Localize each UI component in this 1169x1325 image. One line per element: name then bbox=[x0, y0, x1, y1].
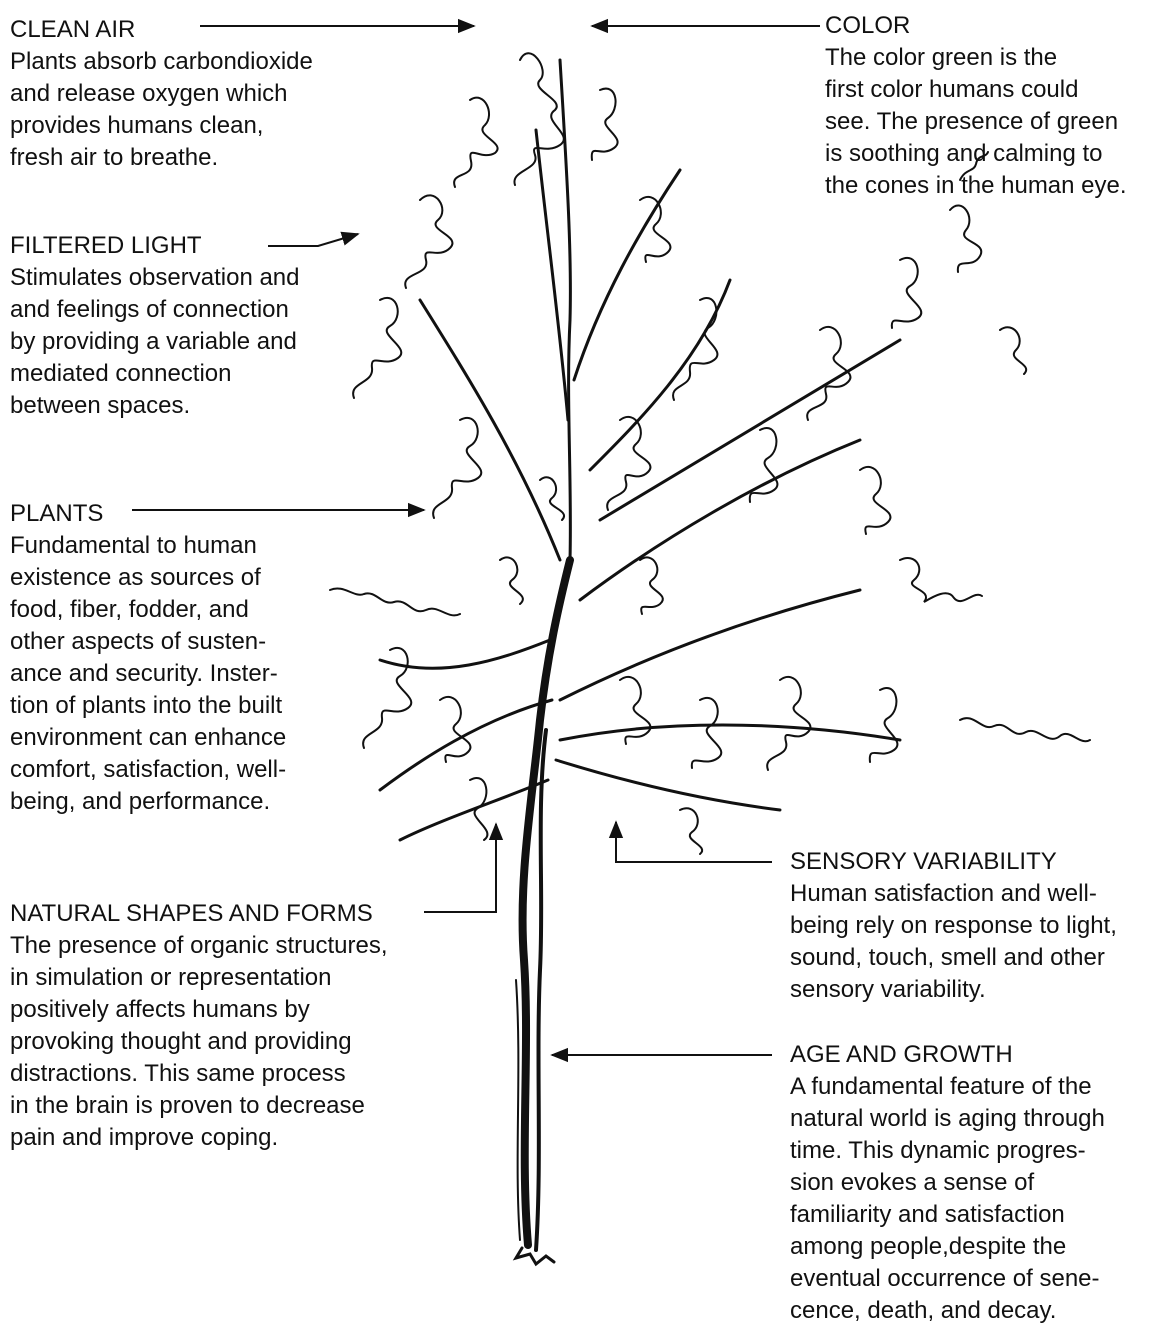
sensory-variability-text-line: Human satisfaction and well- bbox=[790, 878, 1117, 910]
color-text-line: the cones in the human eye. bbox=[825, 170, 1127, 202]
color-text-line: The color green is the bbox=[825, 42, 1127, 74]
plants-title: PLANTS bbox=[10, 498, 286, 530]
age-growth-text-line: cence, death, and decay. bbox=[790, 1295, 1105, 1325]
clean-air-text-line: provides humans clean, bbox=[10, 110, 313, 142]
plants-text-line: comfort, satisfaction, well- bbox=[10, 754, 286, 786]
age-growth-text-line: A fundamental feature of the bbox=[790, 1071, 1105, 1103]
clean-air-text-line: and release oxygen which bbox=[10, 78, 313, 110]
color-text-line: first color humans could bbox=[825, 74, 1127, 106]
natural-shapes-text-line: positively affects humans by bbox=[10, 994, 388, 1026]
sensory-variability-text-line: being rely on response to light, bbox=[790, 910, 1117, 942]
age-growth-text-line: among people,despite the bbox=[790, 1231, 1105, 1263]
natural-shapes-note: NATURAL SHAPES AND FORMS The presence of… bbox=[10, 898, 388, 1154]
color-text-line: see. The presence of green bbox=[825, 106, 1127, 138]
plants-text-line: being, and performance. bbox=[10, 786, 286, 818]
filtered-light-text-line: and feelings of connection bbox=[10, 294, 300, 326]
age-growth-title: AGE AND GROWTH bbox=[790, 1039, 1105, 1071]
clean-air-text-line: fresh air to breathe. bbox=[10, 142, 313, 174]
natural-shapes-leader bbox=[424, 824, 496, 912]
filtered-light-text-line: mediated connection bbox=[10, 358, 300, 390]
plants-text-line: food, fiber, fodder, and bbox=[10, 594, 286, 626]
age-growth-text-line: time. This dynamic progres- bbox=[790, 1135, 1105, 1167]
plants-text-line: other aspects of susten- bbox=[10, 626, 286, 658]
natural-shapes-text-line: in the brain is proven to decrease bbox=[10, 1090, 388, 1122]
plants-text-line: tion of plants into the built bbox=[10, 690, 286, 722]
age-growth-text-line: eventual occurrence of sene- bbox=[790, 1263, 1105, 1295]
natural-shapes-text-line: provoking thought and providing bbox=[10, 1026, 388, 1058]
color-text-line: is soothing and calming to bbox=[825, 138, 1127, 170]
age-growth-text-line: familiarity and satisfaction bbox=[790, 1199, 1105, 1231]
color-title: COLOR bbox=[825, 10, 1127, 42]
natural-shapes-title: NATURAL SHAPES AND FORMS bbox=[10, 898, 388, 930]
age-growth-text-line: sion evokes a sense of bbox=[790, 1167, 1105, 1199]
clean-air-text-line: Plants absorb carbondioxide bbox=[10, 46, 313, 78]
natural-shapes-text-line: in simulation or representation bbox=[10, 962, 388, 994]
plants-text-line: environment can enhance bbox=[10, 722, 286, 754]
age-growth-note: AGE AND GROWTH A fundamental feature of … bbox=[790, 1039, 1105, 1325]
trunk bbox=[516, 560, 570, 1264]
sensory-variability-title: SENSORY VARIABILITY bbox=[790, 846, 1117, 878]
plants-text-line: Fundamental to human bbox=[10, 530, 286, 562]
natural-shapes-text-line: pain and improve coping. bbox=[10, 1122, 388, 1154]
filtered-light-title: FILTERED LIGHT bbox=[10, 230, 300, 262]
filtered-light-text-line: Stimulates observation and bbox=[10, 262, 300, 294]
clean-air-note: CLEAN AIR Plants absorb carbondioxide an… bbox=[10, 14, 313, 174]
clean-air-title: CLEAN AIR bbox=[10, 14, 313, 46]
age-growth-text-line: natural world is aging through bbox=[790, 1103, 1105, 1135]
filtered-light-text-line: by providing a variable and bbox=[10, 326, 300, 358]
natural-shapes-text-line: The presence of organic structures, bbox=[10, 930, 388, 962]
plants-text-line: existence as sources of bbox=[10, 562, 286, 594]
plants-text-line: ance and security. Inster- bbox=[10, 658, 286, 690]
color-note: COLOR The color green is the first color… bbox=[825, 10, 1127, 202]
natural-shapes-text-line: distractions. This same process bbox=[10, 1058, 388, 1090]
filtered-light-text-line: between spaces. bbox=[10, 390, 300, 422]
sensory-variability-note: SENSORY VARIABILITY Human satisfaction a… bbox=[790, 846, 1117, 1006]
sensory-variability-text-line: sound, touch, smell and other bbox=[790, 942, 1117, 974]
sensory-variability-text-line: sensory variability. bbox=[790, 974, 1117, 1006]
filtered-light-note: FILTERED LIGHT Stimulates observation an… bbox=[10, 230, 300, 422]
plants-note: PLANTS Fundamental to human existence as… bbox=[10, 498, 286, 818]
